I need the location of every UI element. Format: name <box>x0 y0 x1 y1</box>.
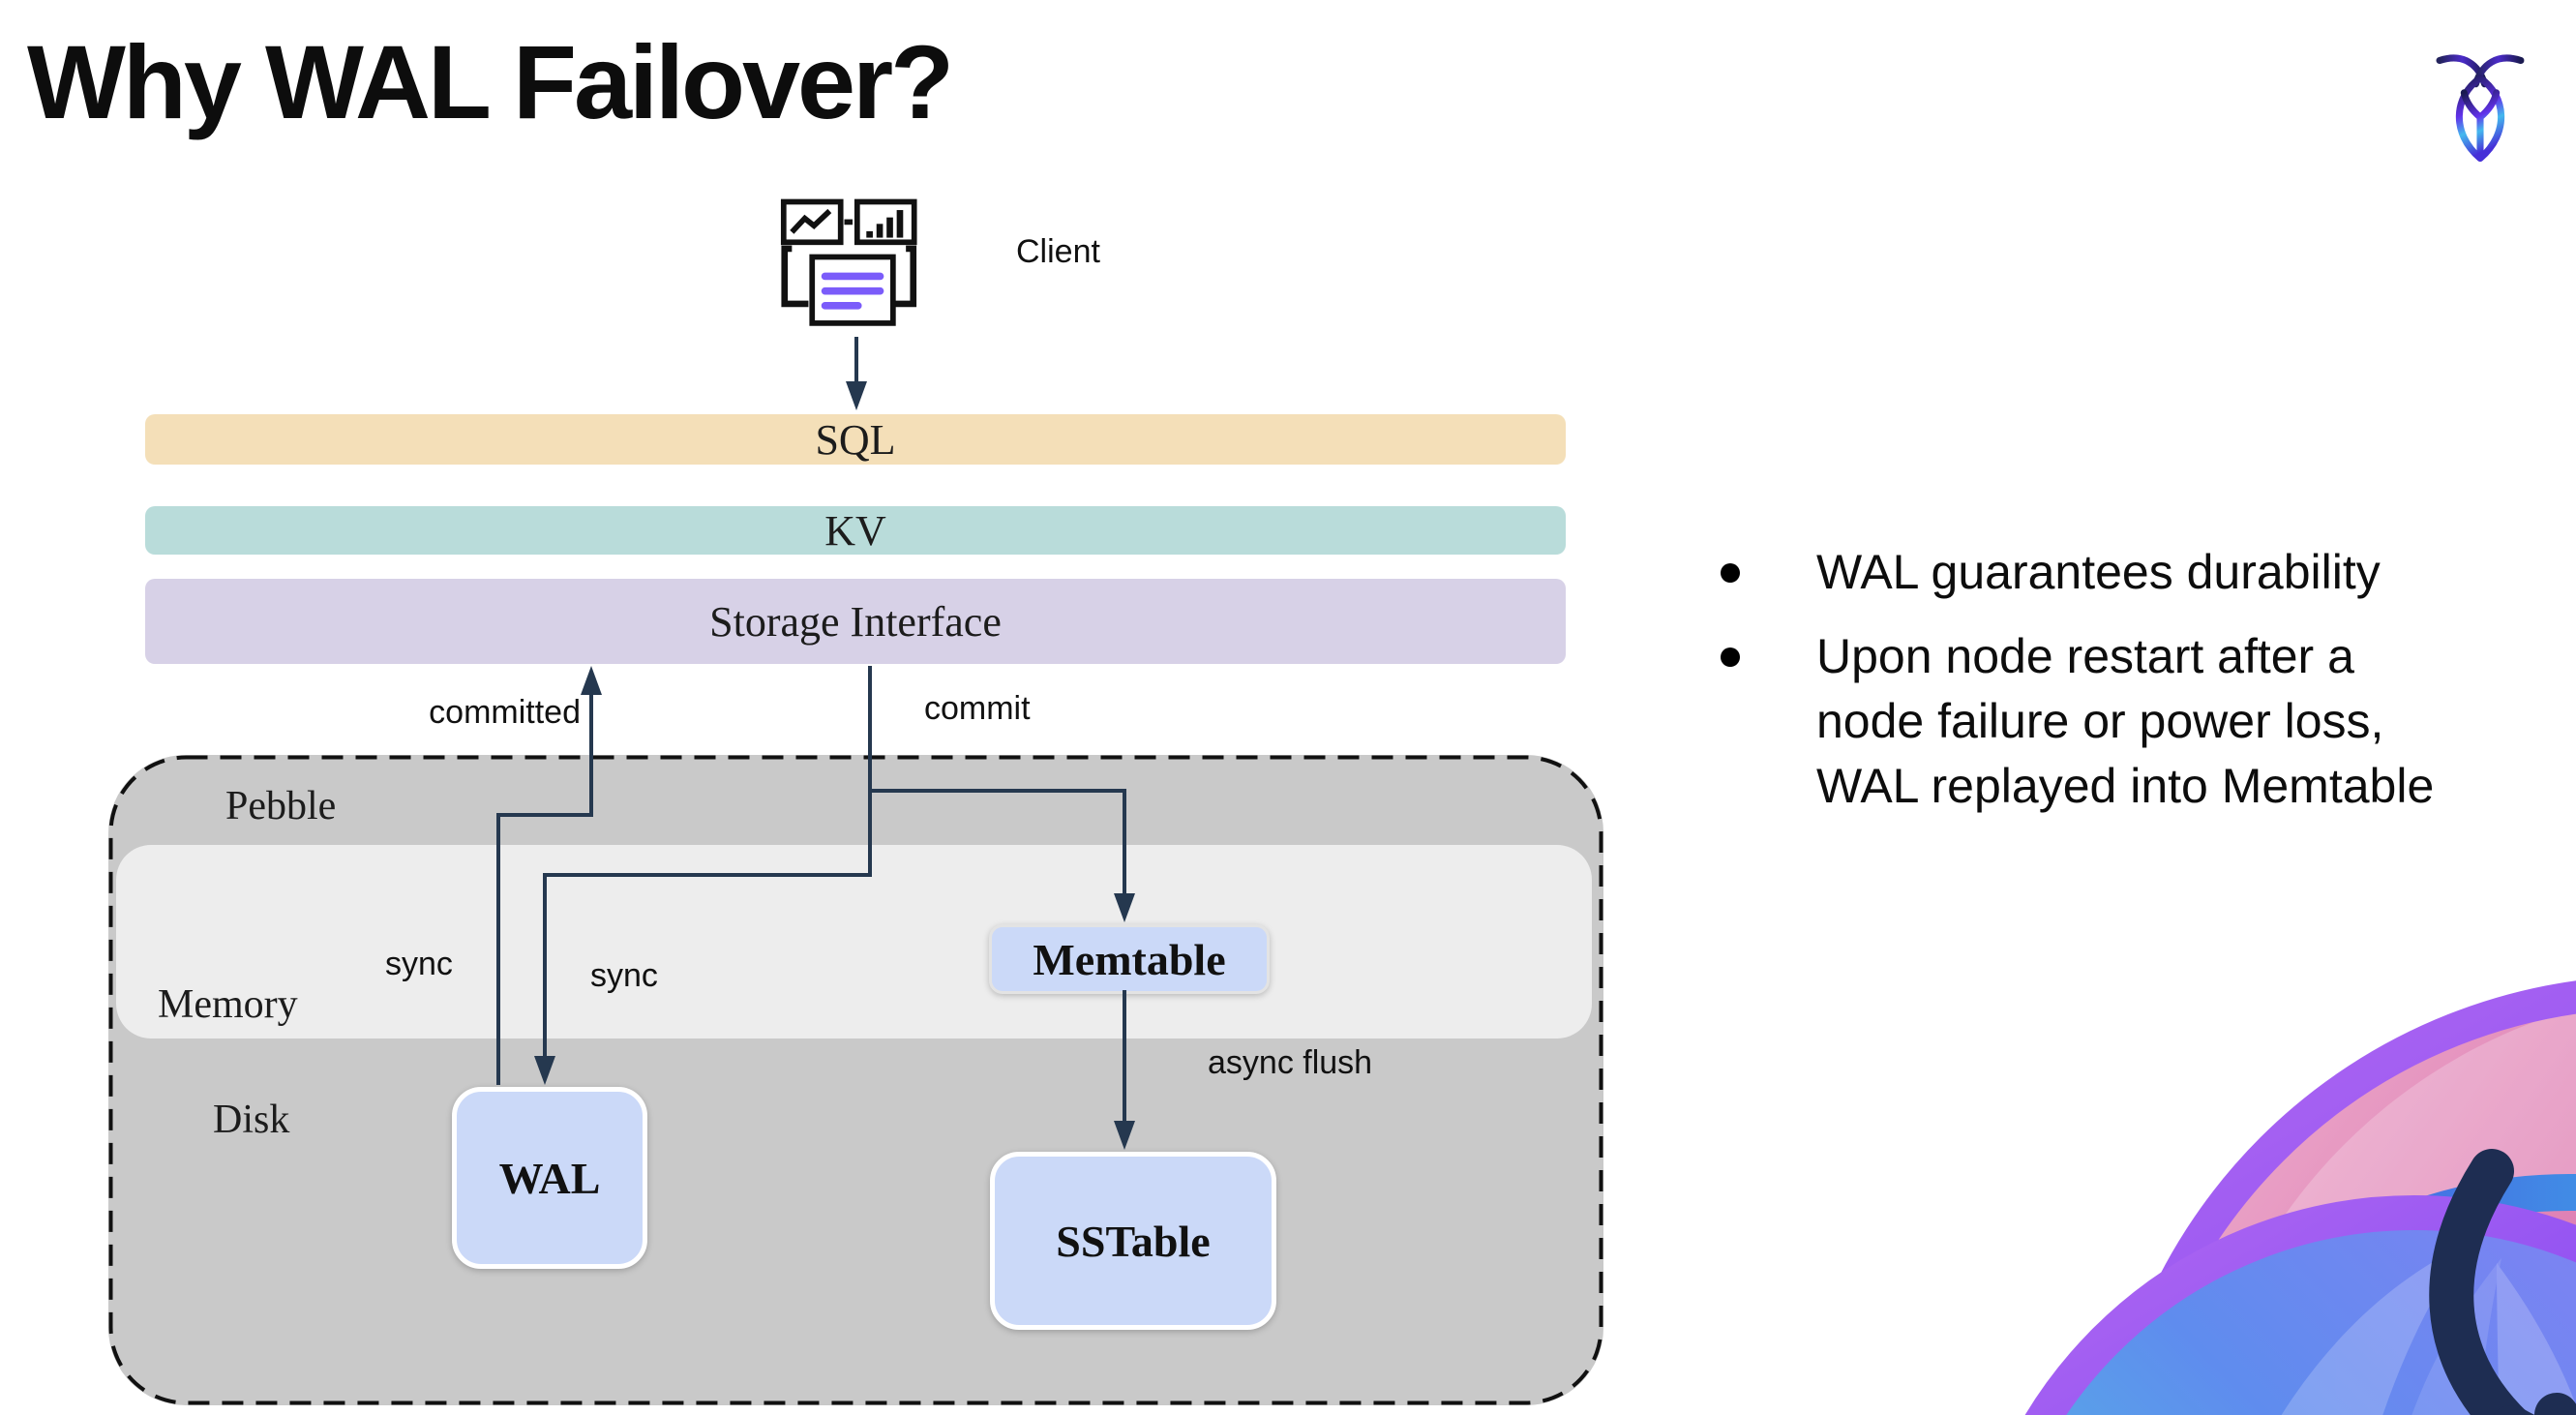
list-item: Upon node restart after a node failure o… <box>1713 624 2576 819</box>
sql-layer-label: SQL <box>815 415 896 464</box>
list-item: WAL guarantees durability <box>1713 540 2576 605</box>
ball-purple-rim <box>2024 1195 2576 1415</box>
memory-region-label: Memory <box>158 982 298 1027</box>
navy-body-strokes <box>2429 1149 2576 1415</box>
wal-box: WAL <box>452 1087 647 1269</box>
line-chart-icon <box>780 198 844 246</box>
blue-arc <box>2152 1174 2576 1415</box>
wal-label: WAL <box>498 1153 601 1203</box>
pebble-label: Pebble <box>225 784 337 828</box>
sync-right-edge-label: sync <box>590 957 658 994</box>
memtable-label: Memtable <box>1033 934 1226 984</box>
client-label: Client <box>1016 233 1100 270</box>
sstable-box: SSTable <box>990 1152 1276 1330</box>
cockroachdb-logo-icon <box>2434 48 2527 165</box>
sstable-label: SSTable <box>1056 1216 1211 1266</box>
bullet-text: WAL guarantees durability <box>1816 545 2381 599</box>
bullet-icon <box>1721 647 1740 667</box>
bullet-text: Upon node restart after a node failure o… <box>1816 629 2435 813</box>
sync-left-edge-label: sync <box>385 946 453 982</box>
async-flush-edge-label: async flush <box>1208 1044 1373 1081</box>
storage-interface-label: Storage Interface <box>709 597 1002 646</box>
commit-edge-label: commit <box>924 690 1031 727</box>
disk-region-label: Disk <box>213 1098 290 1142</box>
page-title: Why WAL Failover? <box>27 23 954 140</box>
bar-chart-icon <box>854 198 917 246</box>
memory-band <box>116 845 1592 1039</box>
storage-interface-bar: Storage Interface <box>145 579 1566 664</box>
memtable-box: Memtable <box>989 924 1270 994</box>
arrowhead-committed <box>581 666 602 695</box>
brand-artwork <box>2013 973 2576 1415</box>
arrowhead-into-sql <box>846 381 867 410</box>
sql-layer-bar: SQL <box>145 414 1566 465</box>
committed-edge-label: committed <box>429 694 581 731</box>
client-icon <box>780 196 927 337</box>
bullet-icon <box>1721 563 1740 583</box>
kv-layer-label: KV <box>824 506 886 555</box>
pebble-dashed-border <box>108 755 1603 1405</box>
kv-layer-bar: KV <box>145 506 1566 555</box>
